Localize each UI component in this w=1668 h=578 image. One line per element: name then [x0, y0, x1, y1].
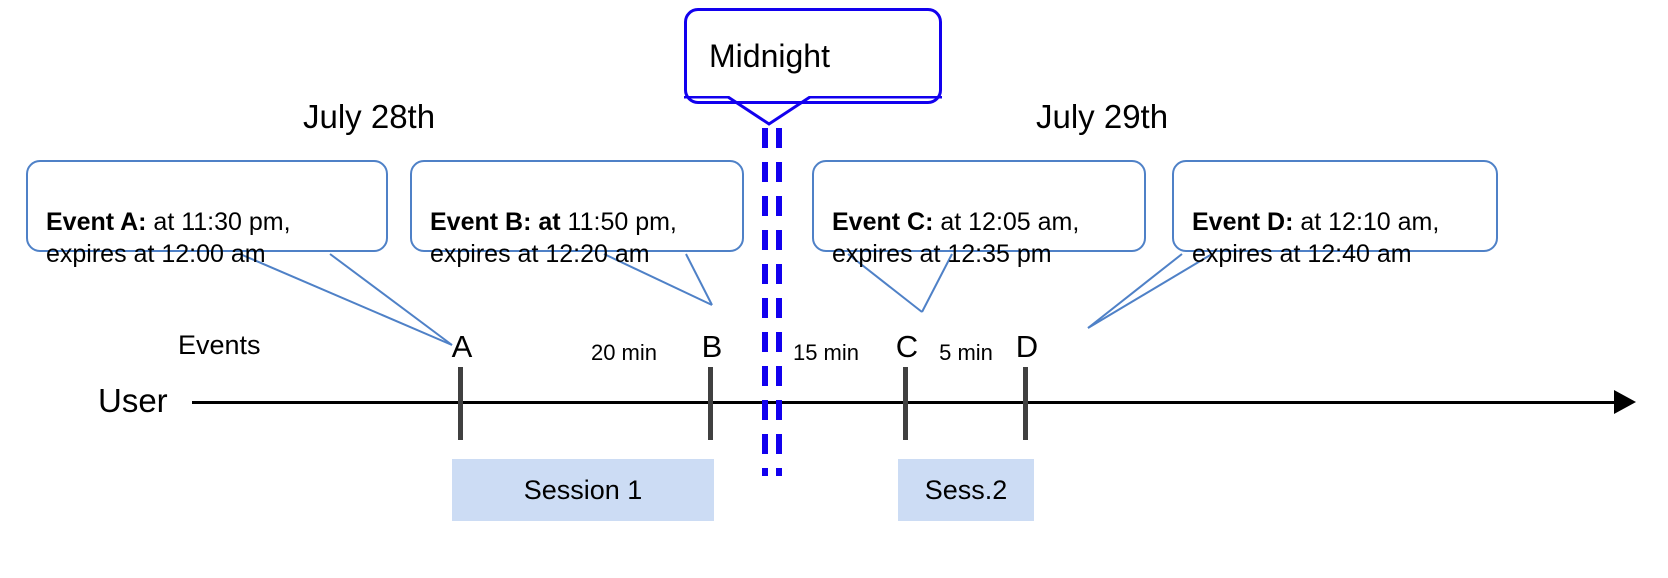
callout-event-b-bold: Event B: at — [430, 208, 561, 236]
gap-label-b-c: 15 min — [792, 340, 860, 365]
callout-event-c-line2: expires at 12:35 pm — [832, 240, 1052, 268]
callout-event-c: Event C: at 12:05 am, expires at 12:35 pm — [812, 160, 1146, 268]
gap-label-c-d: 5 min — [939, 340, 993, 365]
session-1-label: Session 1 — [523, 474, 643, 505]
tick-label-d: D — [1015, 329, 1039, 364]
tick-mark-c — [903, 367, 908, 440]
midnight-divider-left — [762, 128, 768, 476]
session-box-2: Sess.2 — [898, 459, 1034, 521]
callout-event-b: Event B: at 11:50 pm, expires at 12:20 am — [410, 160, 744, 268]
callout-event-b-line2: expires at 12:20 am — [430, 240, 650, 268]
session-box-1: Session 1 — [452, 459, 714, 521]
midnight-callout: Midnight — [684, 8, 942, 104]
tick-label-b: B — [701, 329, 723, 364]
date-label-july-29: July 29th — [1036, 98, 1169, 135]
callout-event-d: Event D: at 12:10 am, expires at 12:40 am — [1172, 160, 1498, 268]
gap-label-a-b: 20 min — [590, 340, 658, 365]
callout-event-a: Event A: at 11:30 pm, expires at 12:00 am — [26, 160, 388, 268]
tick-label-c: C — [895, 329, 919, 364]
callout-event-d-rest: at 12:10 am, — [1293, 208, 1440, 236]
callout-event-c-rest: at 12:05 am, — [933, 208, 1080, 236]
tick-mark-d — [1023, 367, 1028, 440]
midnight-divider-right — [776, 128, 782, 476]
tick-label-a: A — [451, 329, 473, 364]
callout-event-a-bold: Event A: — [46, 208, 147, 236]
midnight-label: Midnight — [709, 37, 830, 74]
date-label-july-28: July 28th — [303, 98, 436, 135]
axis-row-label-events: Events — [178, 330, 261, 360]
callout-event-a-rest: at 11:30 pm, — [146, 208, 291, 236]
tick-mark-a — [458, 367, 463, 440]
callout-event-b-rest: 11:50 pm, — [560, 208, 677, 236]
callout-event-a-line2: expires at 12:00 am — [46, 240, 266, 268]
timeline-axis — [192, 401, 1632, 404]
axis-row-label-user: User — [98, 382, 168, 419]
callout-event-d-bold: Event D: — [1192, 208, 1294, 236]
callout-event-d-line2: expires at 12:40 am — [1192, 240, 1412, 268]
timeline-arrow-icon — [1614, 390, 1636, 414]
session-2-label: Sess.2 — [924, 474, 1008, 505]
callout-event-c-bold: Event C: — [832, 208, 934, 236]
tick-mark-b — [708, 367, 713, 440]
